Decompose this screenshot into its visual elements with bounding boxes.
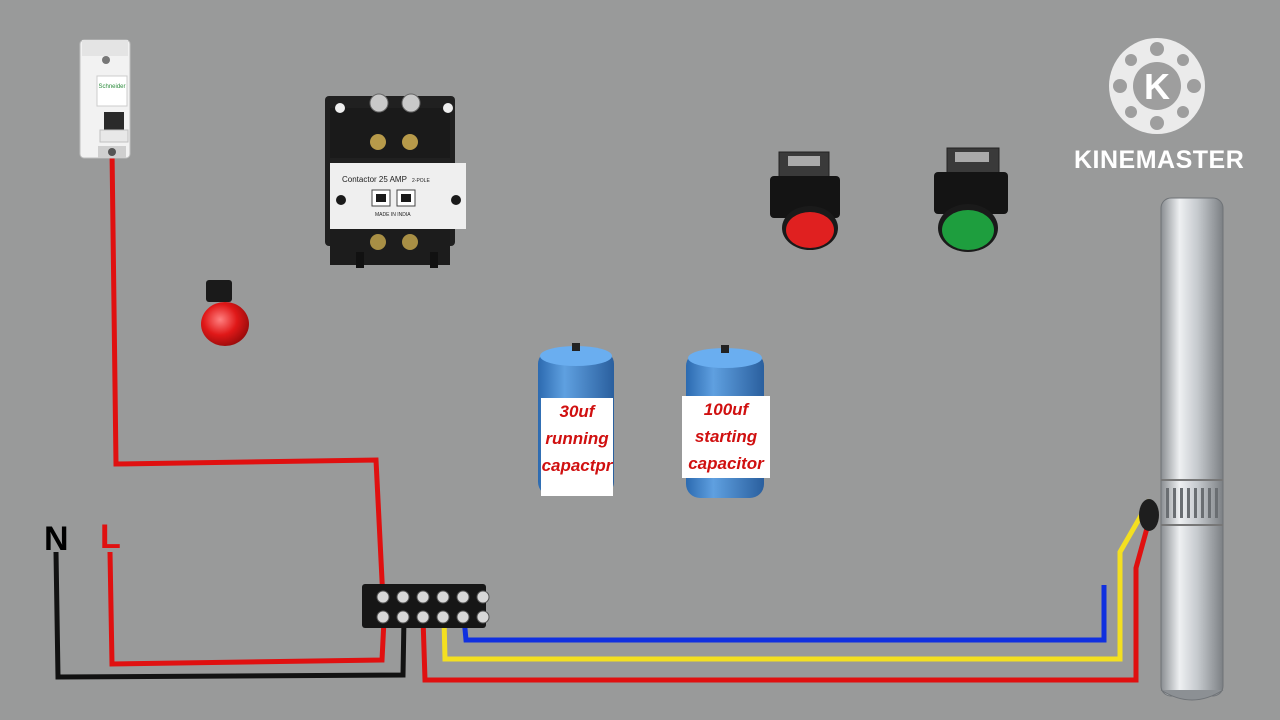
yellow-pump-wire: [441, 498, 1153, 662]
running-capacitor-label-line: running: [545, 429, 609, 448]
contactor-poles: 2-POLE: [412, 178, 430, 184]
starting-capacitor-label-line: capacitor: [688, 454, 764, 473]
pump-grille-slot: [1194, 488, 1197, 518]
kinemaster-logo-letter: K: [1144, 66, 1170, 107]
contactor: Contactor 25 AMP 2-POLE MADE IN INDIA: [325, 93, 466, 268]
pump-grille-slot: [1173, 488, 1176, 518]
terminal-screw-icon: [456, 610, 470, 624]
terminal-screw-icon: [376, 610, 390, 624]
terminal-screw-icon: [416, 590, 430, 604]
neutral-input-wire: [53, 551, 407, 680]
blue-pump-wire: [461, 585, 1107, 643]
red-pump-wire: [420, 509, 1155, 683]
terminal-screw-icon: [476, 610, 490, 624]
start-push-button: [934, 147, 1008, 252]
pump-grille-slot: [1215, 488, 1218, 518]
starting-capacitor-label-line: 100uf: [703, 400, 749, 419]
kinemaster-logo-icon: K: [1109, 38, 1205, 134]
running-capacitor-label: 30uf running capactpr: [541, 398, 613, 496]
contactor-title: Contactor 25 AMP: [342, 175, 407, 184]
pump-grille-slot: [1166, 488, 1169, 518]
live-wire-breaker-to-terminal: [109, 149, 387, 621]
wires: [53, 149, 1155, 683]
mcb-breaker: Schneider: [79, 39, 131, 159]
terminal-block: [362, 584, 490, 628]
submersible-pump: [1139, 197, 1224, 701]
contactor-origin: MADE IN INDIA: [375, 212, 411, 218]
stop-push-button: [770, 151, 840, 250]
breaker-toggle: [104, 112, 124, 130]
terminal-screw-icon: [456, 590, 470, 604]
pump-grille-slot: [1187, 488, 1190, 518]
starting-capacitor-label: 100uf starting capacitor: [682, 396, 770, 478]
indicator-lamp: [201, 280, 249, 346]
pump-grille-slot: [1208, 488, 1211, 518]
pump-grille-slot: [1201, 488, 1204, 518]
terminal-screw-icon: [416, 610, 430, 624]
live-input-wire: [107, 551, 387, 667]
terminal-screw-icon: [436, 590, 450, 604]
terminal-screw-icon: [396, 610, 410, 624]
contactor-screw-icon: [401, 93, 421, 113]
neutral-label: N: [44, 520, 69, 558]
running-capacitor-label-line: 30uf: [559, 402, 595, 421]
terminal-screw-icon: [376, 590, 390, 604]
running-capacitor-label-line: capactpr: [541, 456, 613, 475]
kinemaster-watermark: KINEMASTER: [1074, 146, 1245, 174]
pump-grille-slot: [1180, 488, 1183, 518]
terminal-screw-icon: [436, 610, 450, 624]
breaker-brand: Schneider: [98, 84, 125, 90]
starting-capacitor-label-line: starting: [694, 427, 758, 446]
contactor-screw-icon: [369, 93, 389, 113]
live-label: L: [100, 518, 121, 556]
terminal-screw-icon: [396, 590, 410, 604]
terminal-screw-icon: [476, 590, 490, 604]
